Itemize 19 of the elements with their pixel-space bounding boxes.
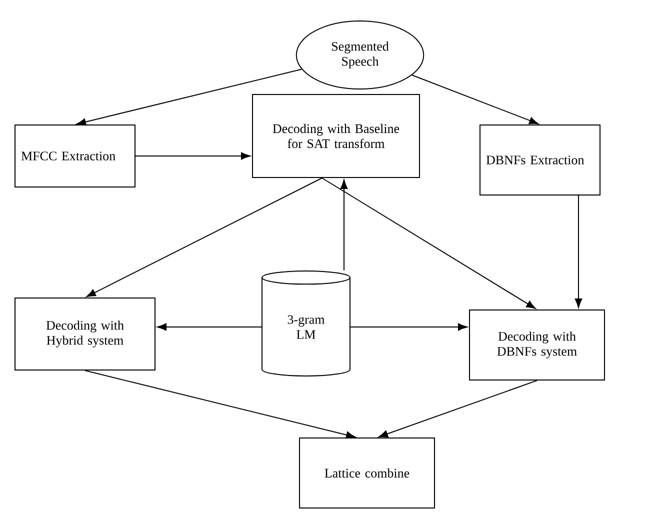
- process-box: Decoding with Baseline for SAT transform: [252, 94, 420, 178]
- ellipse-node: Segmented Speech: [296, 20, 424, 90]
- process-box: Decoding with DBNFs system: [469, 310, 605, 380]
- database-cylinder: 3-gram LM: [262, 270, 350, 376]
- process-box: DBNFs Extraction: [480, 124, 600, 196]
- process-box: MFCC Extraction: [14, 124, 136, 188]
- arrow: [322, 178, 536, 309]
- process-box: Decoding with Hybrid system: [14, 298, 156, 370]
- arrow: [574, 195, 582, 308]
- process-box: Lattice combine: [299, 438, 435, 508]
- arrow: [135, 152, 250, 160]
- arrow: [412, 74, 539, 124]
- arrow: [157, 323, 262, 331]
- arrow: [84, 370, 356, 439]
- arrow: [86, 178, 322, 298]
- arrow: [350, 323, 468, 331]
- arrow: [378, 380, 538, 438]
- arrow: [340, 180, 348, 189]
- arrow: [76, 68, 302, 126]
